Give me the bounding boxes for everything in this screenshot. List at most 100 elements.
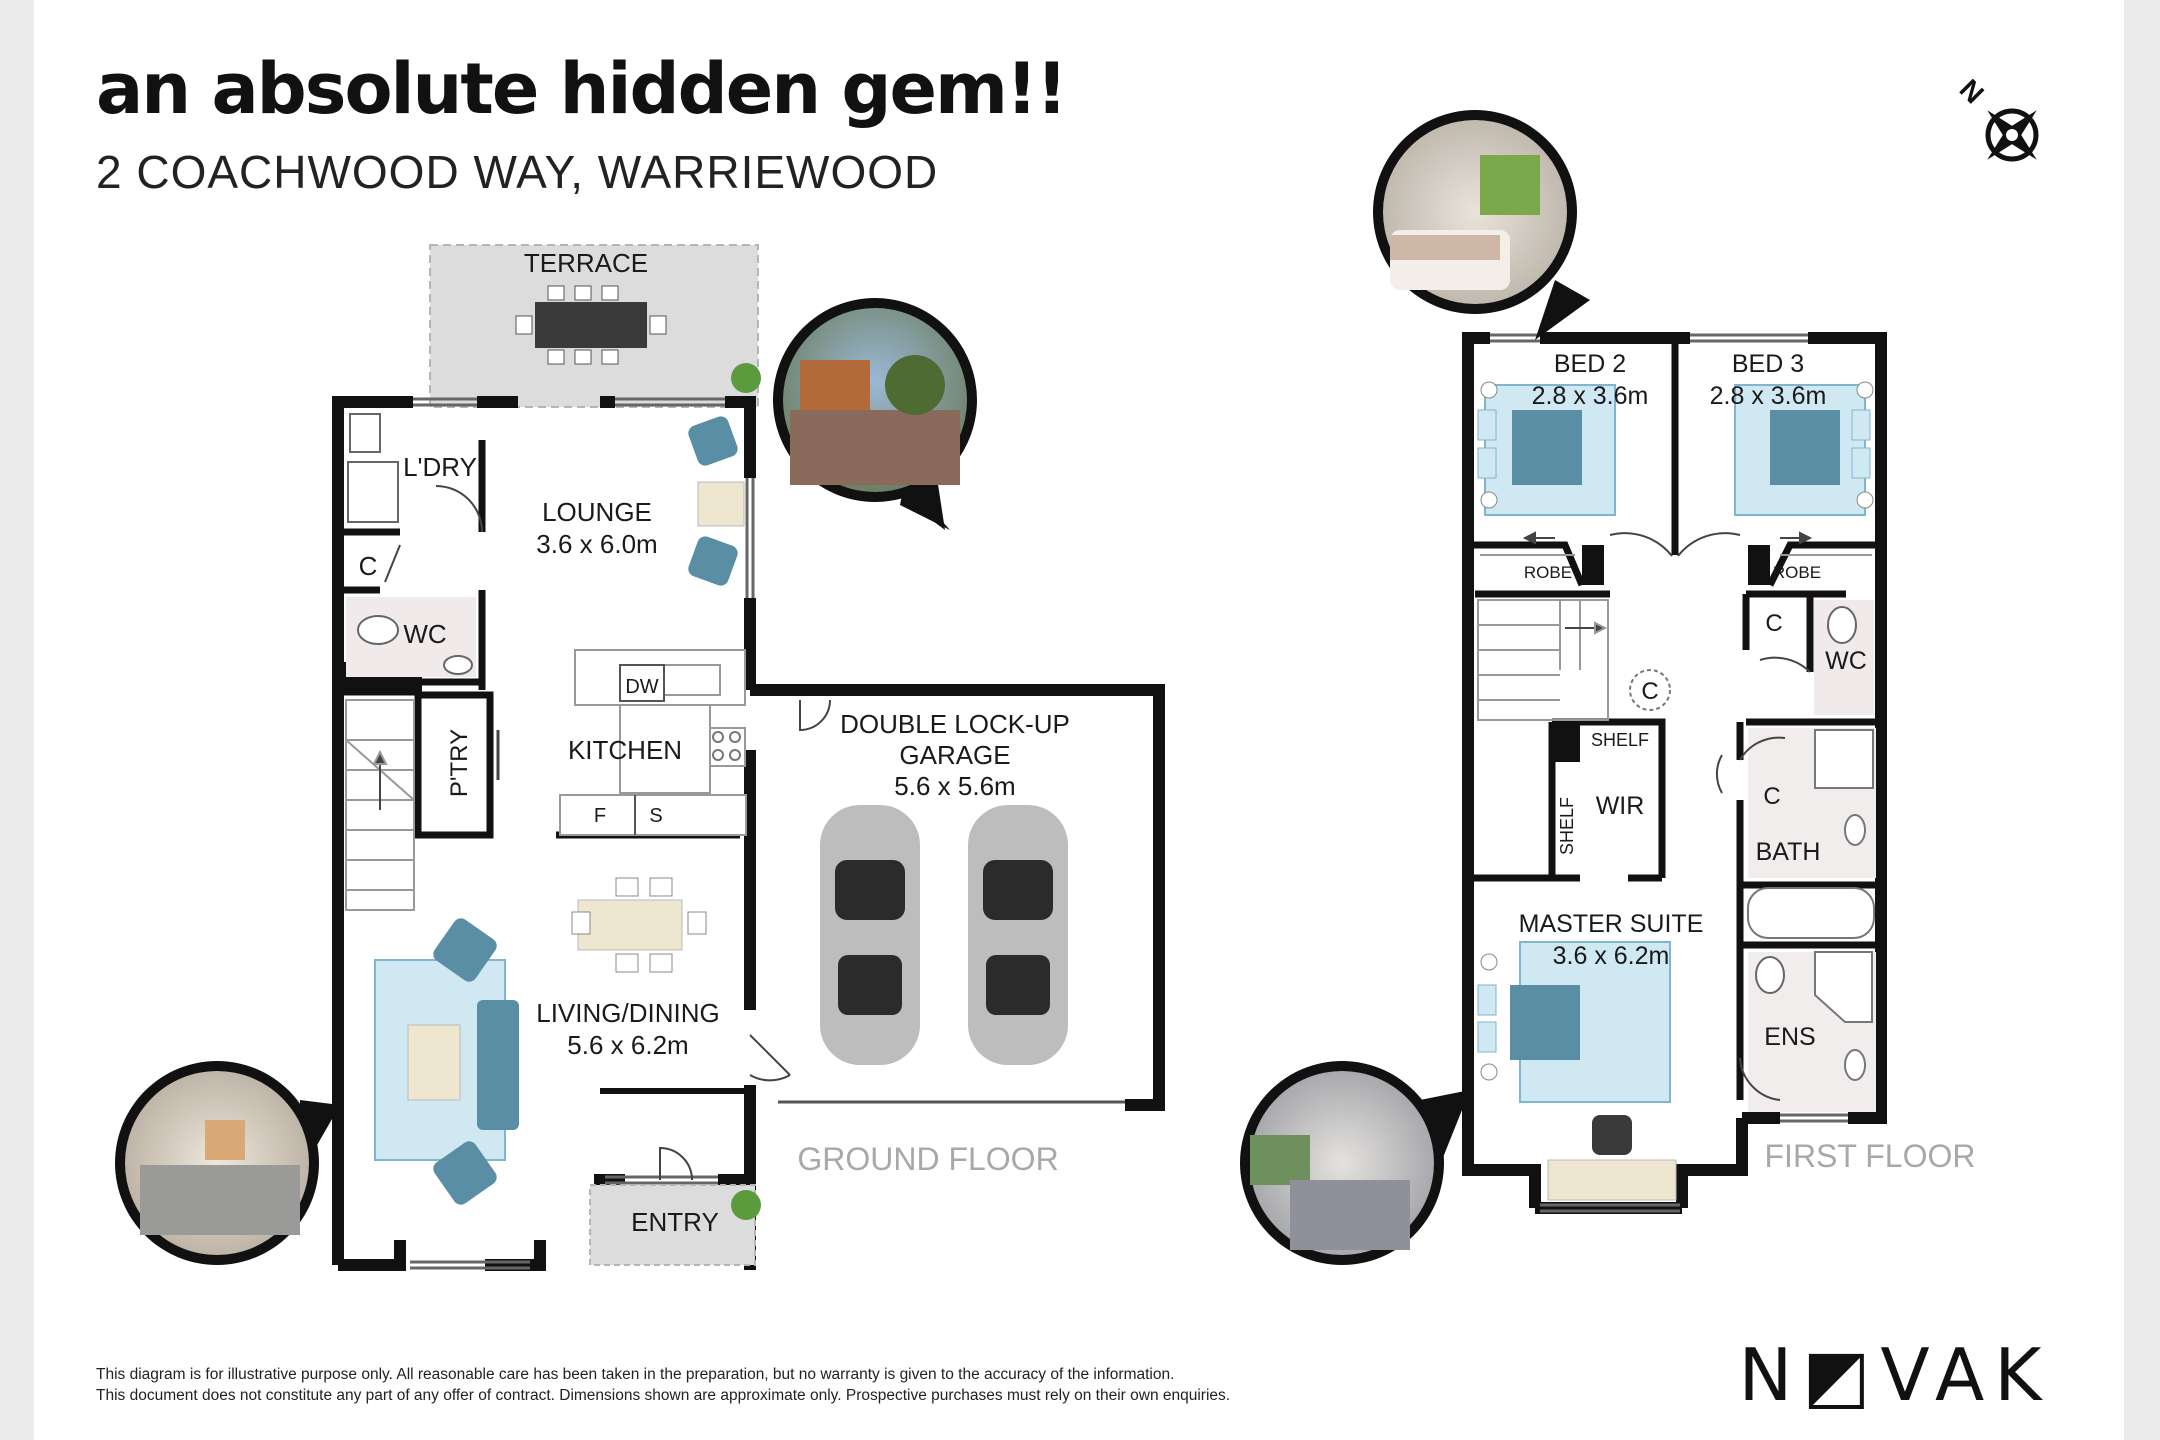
wir-corner bbox=[1552, 722, 1580, 762]
dishwasher bbox=[619, 664, 665, 702]
ensuite-toilet bbox=[1755, 956, 1785, 994]
shower bbox=[1814, 729, 1874, 789]
master-dimensions: 3.6 x 6.2m bbox=[1553, 942, 1670, 970]
shelf-top-label: SHELF bbox=[1591, 730, 1649, 750]
top-cupboard-label: C bbox=[1765, 610, 1782, 637]
bath-basin bbox=[1844, 814, 1866, 846]
compass-icon: N bbox=[1954, 73, 2039, 162]
ensuite-label: ENS bbox=[1764, 1023, 1815, 1051]
bath-cupboard-label: C bbox=[1763, 783, 1780, 810]
bed2-rug bbox=[1477, 381, 1616, 516]
photo-callout-living bbox=[115, 1061, 340, 1265]
laundry-door-swing bbox=[435, 485, 483, 533]
lounge-dimensions: 3.6 x 6.0m bbox=[536, 529, 657, 559]
photo-callout-backyard bbox=[773, 298, 977, 530]
terrace-label: TERRACE bbox=[524, 248, 648, 278]
ground-floor-walls bbox=[332, 396, 1165, 1271]
master-label: MASTER SUITE bbox=[1519, 910, 1704, 938]
disclaimer: This diagram is for illustrative purpose… bbox=[96, 1364, 1230, 1406]
brand-logo: N◩VAK bbox=[1738, 1333, 2051, 1417]
laundry-label: L'DRY bbox=[403, 452, 477, 482]
disclaimer-line: This diagram is for illustrative purpose… bbox=[96, 1366, 1175, 1383]
ground-wc-basin bbox=[443, 655, 473, 675]
ground-floor-title: GROUND FLOOR bbox=[797, 1141, 1058, 1177]
laundry-bench bbox=[347, 461, 399, 523]
garage-door-swing bbox=[799, 699, 831, 732]
lounge-chair bbox=[688, 416, 745, 586]
armchair bbox=[433, 1141, 497, 1205]
first-floor-plan: BED 2 2.8 x 3.6m BED 3 2.8 x 3.6m ROBE R… bbox=[1462, 332, 1976, 1214]
compass-north-letter: N bbox=[1954, 73, 1990, 109]
first-toilet bbox=[1827, 606, 1857, 644]
first-floor-stairs bbox=[1477, 599, 1609, 721]
photo-callout-master bbox=[1240, 1061, 1470, 1265]
living-label: LIVING/DINING bbox=[536, 998, 719, 1028]
entry-porch bbox=[589, 1184, 756, 1266]
wc-door-swing bbox=[1759, 656, 1811, 673]
garage-label: DOUBLE LOCK-UP bbox=[840, 709, 1070, 739]
entry-label: ENTRY bbox=[631, 1207, 719, 1237]
fridge-label: F bbox=[594, 805, 606, 827]
ensuite-shower bbox=[1814, 951, 1873, 1023]
cooktop bbox=[712, 731, 741, 761]
armchair bbox=[433, 918, 497, 982]
garage-car bbox=[820, 805, 920, 1065]
bath-door-swing bbox=[1739, 736, 1786, 761]
entry-door-swing bbox=[659, 1146, 693, 1181]
shelf-side-label: SHELF bbox=[1557, 797, 1577, 855]
entry-plant bbox=[731, 1190, 761, 1220]
ground-stairs bbox=[345, 699, 415, 911]
kitchen-bench bbox=[559, 649, 747, 836]
bed3-label: BED 3 bbox=[1732, 350, 1804, 378]
master-rug bbox=[1477, 941, 1671, 1103]
stove-label: S bbox=[649, 805, 662, 827]
bedroom-door-swings bbox=[1609, 532, 1741, 557]
ground-toilet bbox=[357, 615, 399, 645]
bed3-dimensions: 2.8 x 3.6m bbox=[1710, 382, 1827, 410]
ground-floor-windows bbox=[410, 397, 755, 1270]
bathtub bbox=[1747, 887, 1875, 939]
first-floor-internal-walls bbox=[1468, 338, 1881, 1100]
sofa bbox=[477, 1000, 519, 1130]
cupboard-door-swing bbox=[384, 544, 401, 583]
dining-table bbox=[571, 877, 707, 973]
hall-cupboard-label: C bbox=[1641, 678, 1658, 705]
wc-label: WC bbox=[403, 619, 446, 649]
lounge-label: LOUNGE bbox=[542, 497, 652, 527]
dishwasher-label: DW bbox=[625, 676, 658, 698]
disclaimer-line: This document does not constitute any pa… bbox=[96, 1387, 1231, 1404]
living-dimensions: 5.6 x 6.2m bbox=[567, 1030, 688, 1060]
first-floor-title: FIRST FLOOR bbox=[1765, 1138, 1976, 1174]
first-floor-walls bbox=[1462, 332, 1887, 1214]
laundry-tub bbox=[349, 413, 381, 453]
ensuite-basin bbox=[1844, 1049, 1866, 1081]
bed2-dimensions: 2.8 x 3.6m bbox=[1532, 382, 1649, 410]
headline: an absolute hidden gem!! bbox=[96, 48, 1068, 130]
living-island bbox=[600, 1088, 748, 1094]
robe-rails bbox=[1480, 531, 1872, 556]
wir-label: WIR bbox=[1596, 792, 1645, 820]
robe-right-label: ROBE bbox=[1773, 563, 1821, 582]
garage-label-line2: GARAGE bbox=[899, 740, 1010, 770]
kitchen-label: KITCHEN bbox=[568, 735, 682, 765]
floor-plan-drawing: TERRACE L'DRY LOUNGE 3.6 x 6.0m C WC DW … bbox=[115, 73, 2051, 1417]
terrace-dining-table bbox=[515, 285, 667, 365]
coffee-table bbox=[407, 1024, 461, 1101]
terrace-area bbox=[429, 244, 759, 408]
cupboard-label: C bbox=[359, 551, 378, 581]
bed3-rug bbox=[1734, 381, 1874, 516]
bath-label: BATH bbox=[1756, 838, 1821, 866]
first-wc-label: WC bbox=[1825, 647, 1867, 675]
robe-corner bbox=[1748, 545, 1770, 585]
pantry-label: P'TRY bbox=[446, 729, 473, 797]
garage-car bbox=[968, 805, 1068, 1065]
property-address: 2 COACHWOOD WAY, WARRIEWOOD bbox=[96, 146, 939, 198]
robe-corner bbox=[1582, 545, 1604, 585]
robe-left-label: ROBE bbox=[1524, 563, 1572, 582]
first-floor-windows bbox=[1490, 333, 1848, 1213]
garage-access-door bbox=[749, 1034, 791, 1082]
wir-door-swing bbox=[1715, 754, 1723, 794]
bed2-label: BED 2 bbox=[1554, 350, 1626, 378]
floorplan-sheet: an absolute hidden gem!! 2 COACHWOOD WAY… bbox=[34, 0, 2124, 1440]
master-desk bbox=[1547, 1159, 1677, 1201]
